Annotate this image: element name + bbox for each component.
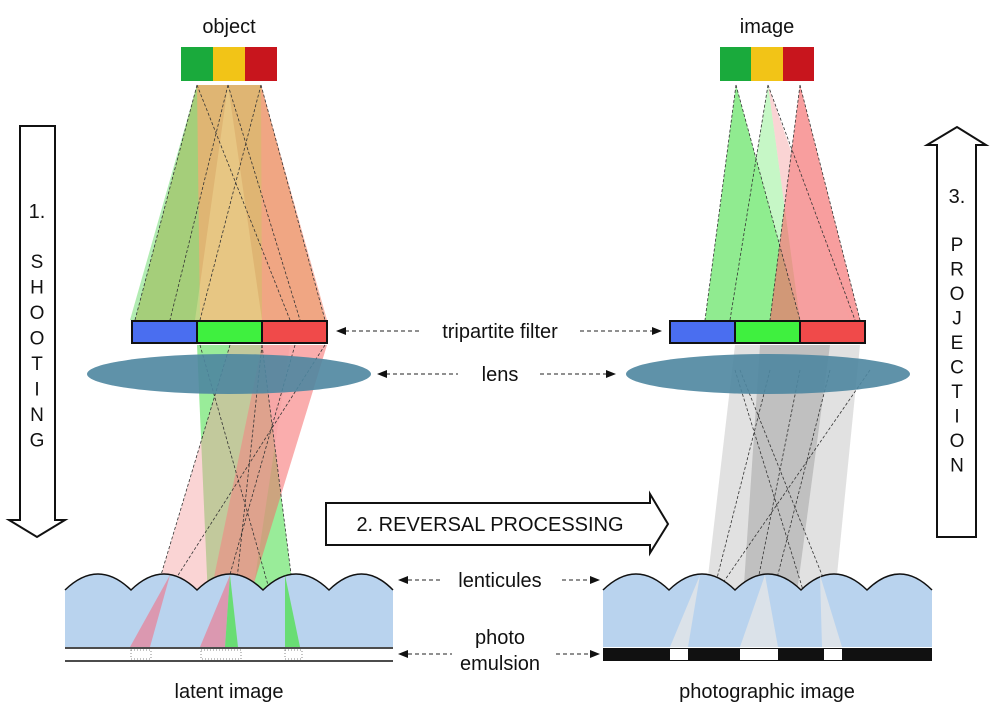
left-lens (87, 354, 371, 394)
image-color-swatches (720, 47, 814, 81)
shooting-letter: T (31, 354, 43, 375)
shooting-letter: G (30, 431, 45, 452)
projection-letter: O (950, 431, 965, 452)
lens-callout: lens (377, 364, 616, 386)
image-label: image (740, 16, 794, 38)
projection-letter: J (952, 309, 962, 330)
photo-label: photo (475, 627, 525, 649)
right-tripartite-filter (669, 320, 866, 344)
projection-step-number: 3. (949, 186, 966, 208)
shooting-letter: H (30, 278, 44, 299)
object-green-swatch (181, 47, 213, 81)
image-red-swatch (783, 47, 814, 81)
lenticules-label: lenticules (458, 570, 541, 592)
object-red-swatch (245, 47, 277, 81)
left-rays (134, 84, 326, 646)
lens-label: lens (482, 364, 519, 386)
projection-letter: N (950, 456, 964, 477)
projection-letter: R (950, 260, 964, 281)
shooting-letter: I (34, 380, 39, 401)
object-yellow-swatch (213, 47, 245, 81)
object-color-swatches (181, 47, 277, 81)
emulsion-label: emulsion (460, 653, 540, 675)
image-green-swatch (720, 47, 751, 81)
latent-image-label: latent image (175, 681, 284, 703)
photographic-image-label: photographic image (679, 681, 855, 703)
image-yellow-swatch (751, 47, 783, 81)
emulsion-callout: photo emulsion (398, 627, 600, 675)
projection-letter: T (951, 382, 963, 403)
shooting-letter: S (31, 252, 44, 273)
left-light-cones (130, 85, 327, 645)
tripartite-filter-label: tripartite filter (442, 321, 558, 343)
projection-letter: O (950, 284, 965, 305)
shooting-step-number: 1. (29, 201, 46, 223)
projection-letter: E (951, 333, 964, 354)
projection-letter: C (950, 358, 964, 379)
right-lenticular-film (602, 573, 933, 661)
shooting-letter: O (30, 329, 45, 350)
reversal-processing-label: 2. REVERSAL PROCESSING (356, 514, 623, 536)
projection-letter: P (951, 235, 964, 256)
shooting-letter: O (30, 303, 45, 324)
left-lenticular-film (64, 573, 394, 662)
reversal-processing-arrow: 2. REVERSAL PROCESSING (325, 490, 670, 557)
right-lens (626, 354, 910, 394)
left-tripartite-filter (131, 320, 328, 344)
projection-letter: I (954, 407, 959, 428)
filter-callout: tripartite filter (336, 321, 662, 343)
lenticules-callout: lenticules (398, 570, 600, 592)
object-label: object (202, 16, 256, 38)
shooting-letter: N (30, 405, 44, 426)
